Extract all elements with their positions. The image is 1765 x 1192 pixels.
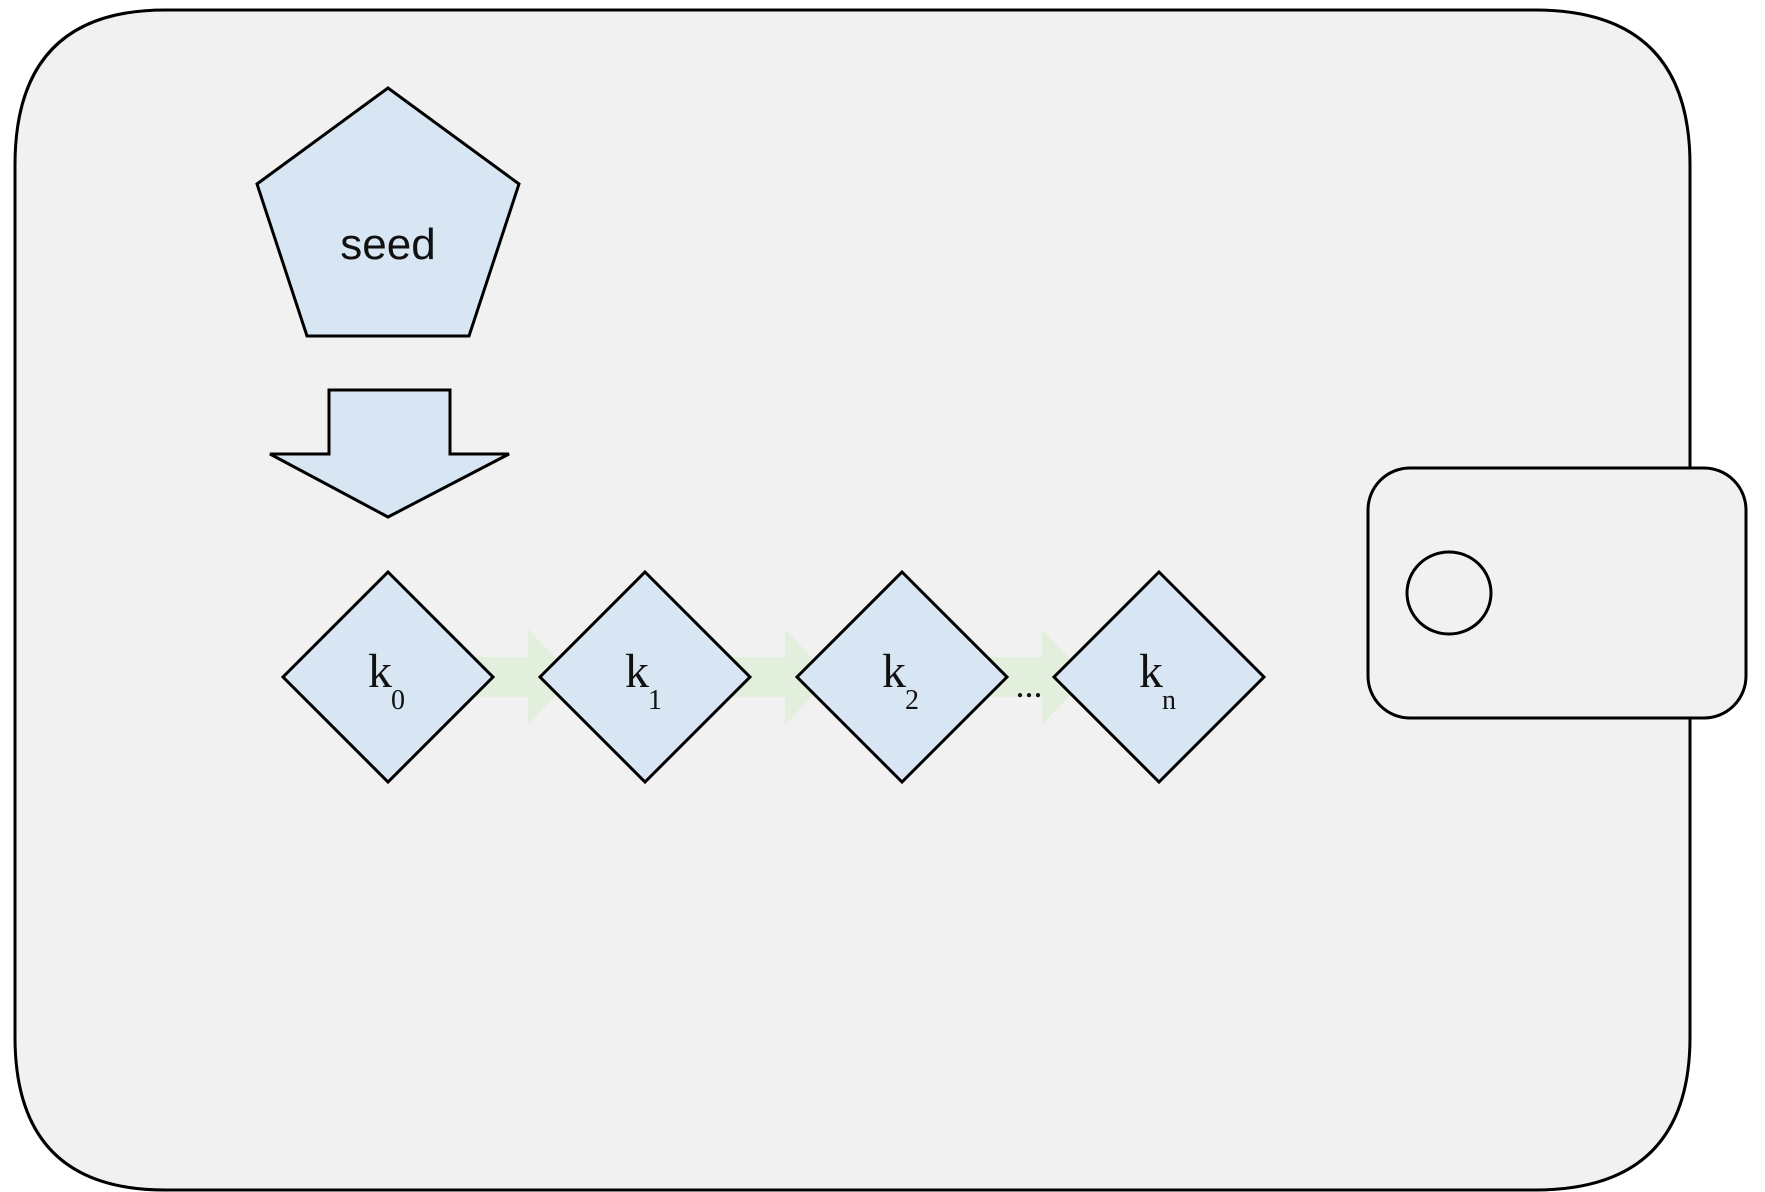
key-label: k: [1139, 645, 1163, 698]
derivation-arrow: [974, 629, 1087, 725]
key-node: k1: [537, 569, 753, 785]
key-node: kn: [1051, 569, 1267, 785]
derivation-arrows: [460, 629, 1087, 725]
seed-label: seed: [340, 220, 435, 269]
key-subscript: 1: [648, 685, 662, 716]
seed-pentagon: [255, 86, 521, 338]
wallet-clasp: [1366, 466, 1748, 720]
key-subscript: 0: [391, 685, 405, 716]
ellipsis-label: ...: [1016, 665, 1043, 705]
key-label: k: [882, 645, 906, 698]
key-subscript: 2: [905, 685, 919, 716]
derivation-arrow: [460, 629, 573, 725]
key-label: k: [368, 645, 392, 698]
key-node: k2: [794, 569, 1010, 785]
clasp-button: [1405, 550, 1493, 636]
key-node: k0: [280, 569, 496, 785]
key-label: k: [625, 645, 649, 698]
key-diamond: [794, 569, 1010, 785]
down-arrow-icon: [269, 388, 510, 519]
derivation-arrow: [717, 629, 830, 725]
key-subscript: n: [1162, 685, 1176, 716]
key-diamond: [280, 569, 496, 785]
key-diamond: [537, 569, 753, 785]
key-diamond: [1051, 569, 1267, 785]
